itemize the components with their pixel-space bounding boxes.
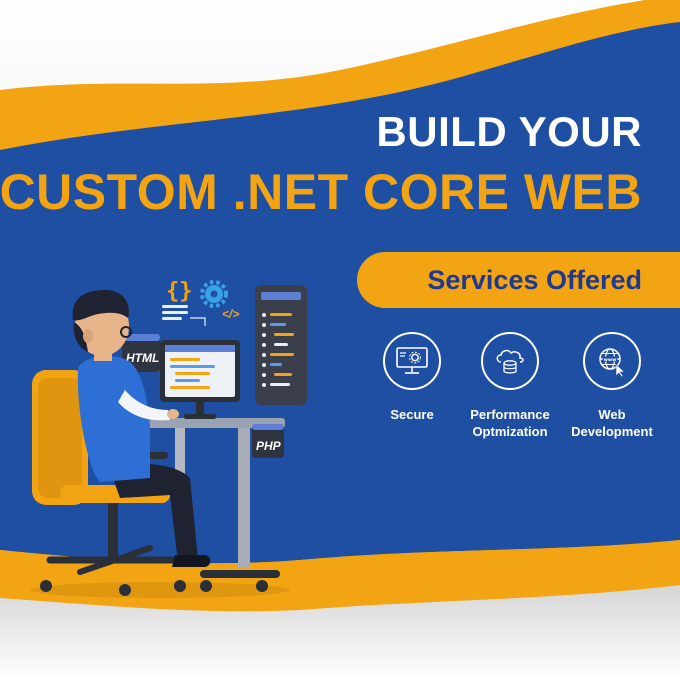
cloud-database-icon <box>481 332 539 390</box>
developer-illustration: {} </> <box>30 279 307 598</box>
globe-cursor-icon: www <box>583 332 641 390</box>
headline-line-2: CUSTOM .NET CORE WEB <box>0 164 642 220</box>
services-pill: Services Offered <box>357 252 680 308</box>
code-panel <box>255 285 307 405</box>
service-performance: Performance Optmization <box>450 332 570 440</box>
html-tag-card: HTML <box>122 334 160 372</box>
headline-line-1: BUILD YOUR <box>376 108 642 155</box>
service-secure: Secure <box>352 332 472 423</box>
svg-text:PHP: PHP <box>256 439 282 453</box>
service-secure-label: Secure <box>390 407 434 422</box>
php-tag-card: PHP <box>252 424 284 458</box>
text-lines-icon <box>162 305 188 320</box>
curly-braces-icon: {} <box>166 279 193 304</box>
monitor <box>160 340 240 419</box>
service-performance-label: Performance Optmization <box>470 407 550 439</box>
svg-text:www: www <box>604 358 617 363</box>
gear-icon <box>200 280 228 308</box>
svg-text:{}: {} <box>166 279 193 304</box>
code-tag-icon: </> <box>222 307 239 321</box>
svg-text:</>: </> <box>222 307 239 321</box>
monitor-gear-icon <box>383 332 441 390</box>
service-web-development: www Web Development <box>552 332 672 440</box>
developer-person <box>72 290 211 567</box>
svg-text:HTML: HTML <box>126 351 159 365</box>
services-title: Services Offered <box>427 265 642 295</box>
service-web-development-label: Web Development <box>571 407 653 439</box>
office-chair <box>32 370 186 596</box>
